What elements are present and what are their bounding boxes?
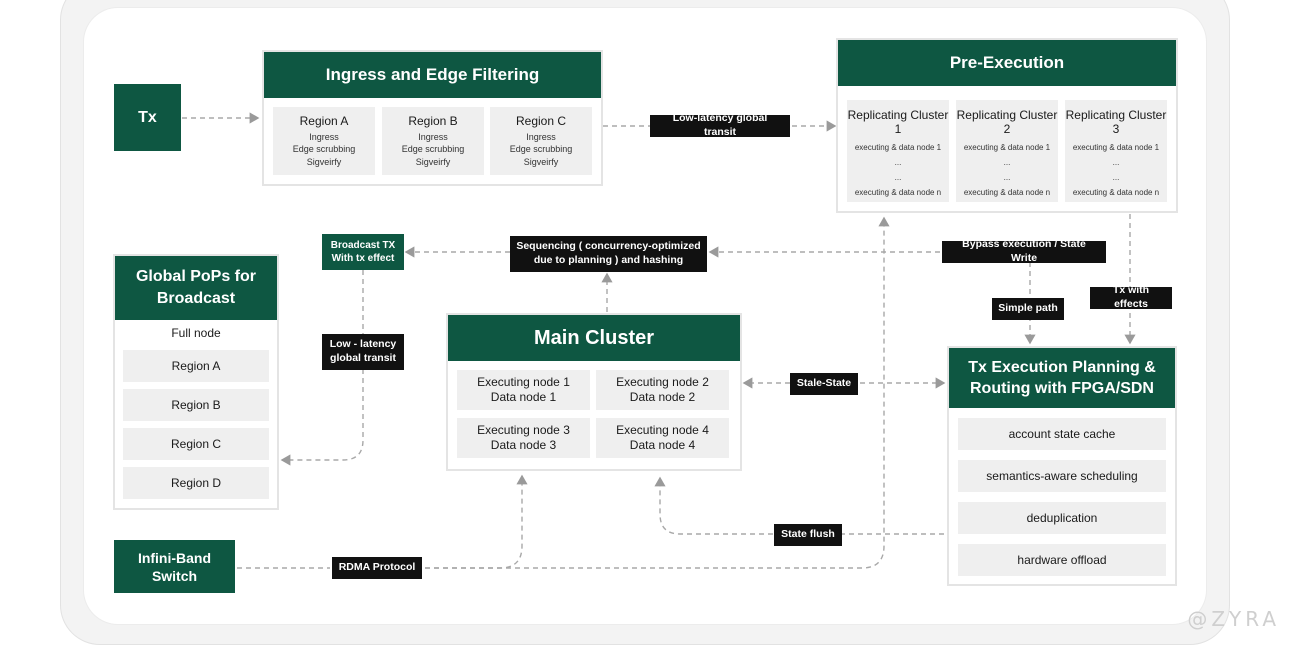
executing-node-label: Executing node 4 — [616, 423, 709, 437]
ingress-region-c: Region C Ingress Edge scrubbing Sigveirf… — [490, 107, 592, 175]
executing-node-label: Executing node 2 — [616, 375, 709, 389]
executing-node-label: Executing node 1 — [477, 375, 570, 389]
ingress-region-b: Region B Ingress Edge scrubbing Sigveirf… — [382, 107, 484, 175]
label-stale-state: Stale-State — [790, 373, 858, 395]
cluster-line: ... — [894, 173, 902, 182]
ingress-title: Ingress and Edge Filtering — [264, 52, 601, 98]
region-item: Sigveirfy — [523, 156, 559, 167]
pop-region-d: Region D — [123, 467, 269, 499]
region-item: Ingress — [526, 131, 556, 142]
data-node-label: Data node 4 — [629, 438, 696, 452]
full-node-label: Full node — [171, 326, 221, 340]
arrow-rdma-main — [425, 474, 528, 569]
ingress-region-a: Region A Ingress Edge scrubbing Sigveirf… — [273, 107, 375, 175]
label-simple-path: Simple path — [992, 298, 1064, 320]
region-name: Region B — [408, 113, 458, 128]
region-item: Ingress — [418, 131, 448, 142]
cluster-line: ... — [1112, 173, 1120, 182]
planning-item-cache: account state cache — [958, 418, 1166, 450]
cluster-line: ... — [894, 158, 902, 167]
replicating-cluster-3: Replicating Cluster 3 executing & data n… — [1065, 100, 1167, 202]
cluster-name: Replicating Cluster 3 — [1065, 108, 1167, 136]
region-item: Edge scrubbing — [401, 144, 465, 155]
region-item: Sigveirfy — [306, 156, 342, 167]
main-cluster-title: Main Cluster — [448, 315, 740, 361]
data-node-label: Data node 2 — [629, 390, 696, 404]
main-node-3: Executing node 3 Data node 3 — [457, 418, 590, 458]
cluster-line: ... — [1112, 158, 1120, 167]
planning-item-scheduling: semantics-aware scheduling — [958, 460, 1166, 492]
arrow-state-flush — [654, 476, 944, 535]
label-sequencing: Sequencing ( concurrency-optimized due t… — [510, 236, 707, 272]
watermark-zyra: @ZYRA — [1187, 607, 1280, 631]
executing-node-label: Executing node 3 — [477, 423, 570, 437]
main-node-1: Executing node 1 Data node 1 — [457, 370, 590, 410]
region-item: Edge scrubbing — [292, 144, 356, 155]
region-item: Sigveirfy — [415, 156, 451, 167]
cluster-name: Replicating Cluster 2 — [956, 108, 1058, 136]
pop-region-a: Region A — [123, 350, 269, 382]
region-item: Ingress — [309, 131, 339, 142]
cluster-line: executing & data node n — [854, 188, 942, 197]
infiniband-switch: Infini-Band Switch — [114, 540, 235, 593]
region-name: Region C — [515, 113, 567, 128]
planning-item-hw-offload: hardware offload — [958, 544, 1166, 576]
planning-item-dedup: deduplication — [958, 502, 1166, 534]
arrow-rdma-preexec — [425, 216, 890, 569]
preexec-title: Pre-Execution — [838, 40, 1176, 86]
label-tx-with-effects: Tx with effects — [1090, 284, 1172, 310]
cluster-line: executing & data node 1 — [1072, 143, 1160, 152]
region-item: Edge scrubbing — [509, 144, 573, 155]
main-node-2: Executing node 2 Data node 2 — [596, 370, 729, 410]
planning-title: Tx Execution Planning & Routing with FPG… — [949, 348, 1175, 408]
data-node-label: Data node 1 — [490, 390, 557, 404]
cluster-line: executing & data node 1 — [963, 143, 1051, 152]
pop-region-b: Region B — [123, 389, 269, 421]
label-state-flush: State flush — [774, 524, 842, 546]
cluster-line: executing & data node n — [1072, 188, 1160, 197]
data-node-label: Data node 3 — [490, 438, 557, 452]
broadcast-tx-node: Broadcast TX With tx effect — [322, 234, 404, 270]
cluster-line: ... — [1003, 158, 1011, 167]
cluster-line: executing & data node 1 — [854, 143, 942, 152]
tx-node: Tx — [114, 84, 181, 151]
cluster-name: Replicating Cluster 1 — [847, 108, 949, 136]
cluster-line: ... — [1003, 173, 1011, 182]
replicating-cluster-1: Replicating Cluster 1 executing & data n… — [847, 100, 949, 202]
global-pops-title: Global PoPs for Broadcast — [115, 256, 277, 320]
replicating-cluster-2: Replicating Cluster 2 executing & data n… — [956, 100, 1058, 202]
label-low-latency-global: Low - latency global transit — [322, 334, 404, 370]
pop-region-c: Region C — [123, 428, 269, 460]
arrow-broadcast-pops — [280, 270, 364, 466]
main-node-4: Executing node 4 Data node 4 — [596, 418, 729, 458]
label-rdma-protocol: RDMA Protocol — [332, 557, 422, 579]
region-name: Region A — [299, 113, 349, 128]
label-low-latency-transit: Low-latency global transit — [650, 112, 790, 138]
label-bypass-execution: Bypass execution / State Write — [942, 238, 1106, 264]
cluster-line: executing & data node n — [963, 188, 1051, 197]
